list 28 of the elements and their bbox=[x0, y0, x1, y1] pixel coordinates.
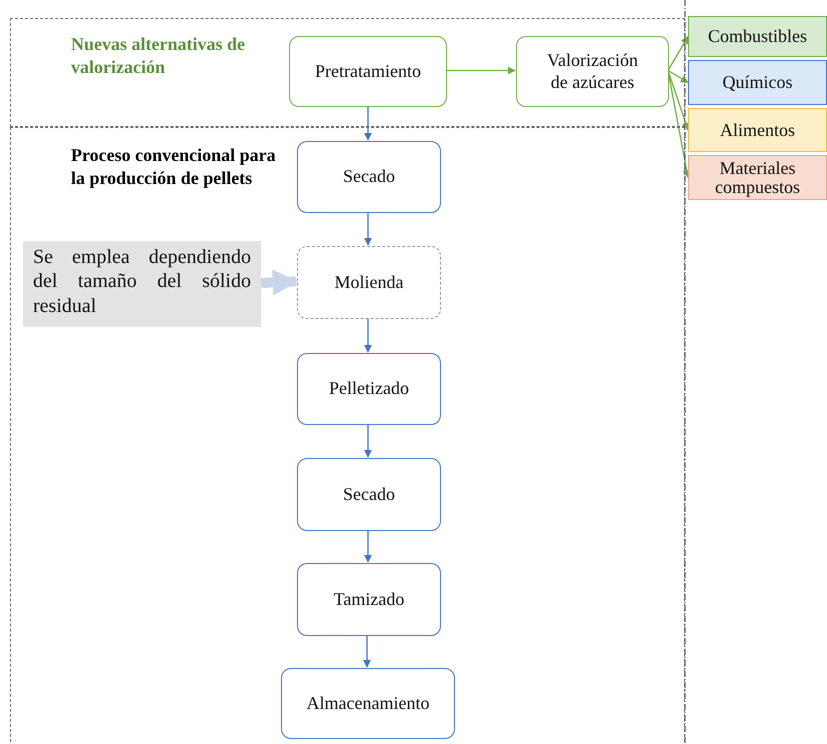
process-box: Secado bbox=[297, 458, 441, 531]
output-box: Materiales compuestos bbox=[688, 155, 827, 200]
output-box: Combustibles bbox=[688, 16, 827, 57]
arrow bbox=[364, 106, 372, 141]
process-box: Tamizado bbox=[297, 563, 441, 636]
arrow bbox=[667, 36, 689, 71]
note-box: Se emplea dependiendo del tamaño del sólido residual bbox=[23, 241, 261, 327]
arrow bbox=[667, 70, 690, 131]
output-box: Químicos bbox=[688, 60, 827, 105]
region-band bbox=[10, 127, 685, 744]
process-box: Almacenamiento bbox=[281, 668, 455, 739]
section-heading: Nuevas alternativas de valorización bbox=[71, 33, 246, 78]
region-band bbox=[10, 18, 685, 127]
process-box: Molienda bbox=[297, 246, 441, 319]
arrow bbox=[668, 70, 689, 84]
arrow bbox=[364, 212, 372, 246]
section-heading: Proceso convencional para la producción de pellets bbox=[71, 144, 276, 189]
arrow bbox=[446, 66, 516, 74]
process-box: Secado bbox=[297, 141, 441, 213]
arrow bbox=[364, 318, 372, 353]
process-box: Pretratamiento bbox=[289, 36, 447, 107]
arrow bbox=[364, 530, 372, 563]
process-box: Valorización de azúcares bbox=[516, 36, 669, 107]
arrow bbox=[364, 424, 372, 458]
block-arrow bbox=[260, 269, 299, 296]
arrow bbox=[363, 635, 371, 668]
process-box: Pelletizado bbox=[297, 353, 441, 425]
output-box: Alimentos bbox=[688, 108, 827, 152]
